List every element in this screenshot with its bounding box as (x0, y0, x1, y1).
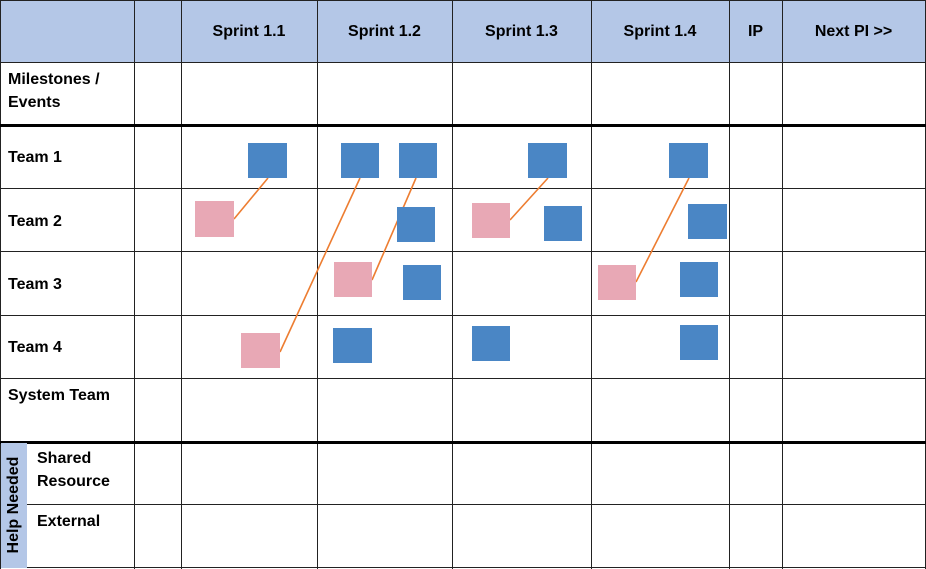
dependency-card[interactable] (334, 262, 372, 297)
grid-hline-thick (0, 124, 926, 127)
feature-card[interactable] (544, 206, 582, 241)
grid-hline (0, 567, 926, 568)
feature-card[interactable] (399, 143, 437, 178)
grid-hline (0, 62, 926, 63)
help-needed-strip (1, 443, 27, 568)
dependency-link (509, 177, 549, 221)
grid-vline (452, 1, 453, 569)
header-sprint-1-4: Sprint 1.4 (623, 22, 697, 40)
grid-hline (0, 0, 926, 1)
feature-card[interactable] (333, 328, 372, 363)
dependency-link (371, 177, 417, 281)
row-label-external: External (37, 513, 101, 530)
row-label-team-3: Team 3 (8, 276, 62, 293)
grid-vline (134, 1, 135, 569)
header-ip: IP (747, 22, 764, 40)
row-label-shared-resource: Shared Resource (37, 450, 110, 490)
feature-card[interactable] (680, 262, 718, 297)
grid-hline (0, 188, 926, 189)
dependency-card[interactable] (598, 265, 636, 300)
header-bar (1, 1, 925, 62)
grid-vline (317, 1, 318, 569)
grid-hline-thick (0, 441, 926, 444)
dependency-link (279, 177, 361, 353)
dependency-card[interactable] (195, 201, 234, 237)
row-label-milestones: Milestones / Events (8, 71, 100, 111)
grid-vline (591, 1, 592, 569)
row-label-system-team: System Team (8, 387, 110, 404)
grid-hline (0, 378, 926, 379)
grid-vline (0, 1, 1, 569)
feature-card[interactable] (403, 265, 441, 300)
feature-card[interactable] (688, 204, 727, 239)
grid-hline (27, 504, 926, 505)
header-sprint-1-3: Sprint 1.3 (485, 22, 558, 40)
row-label-team-2: Team 2 (8, 213, 62, 230)
feature-card[interactable] (248, 143, 287, 178)
dependency-link (233, 177, 269, 220)
feature-card[interactable] (528, 143, 567, 178)
feature-card[interactable] (397, 207, 435, 242)
feature-card[interactable] (680, 325, 718, 360)
header-sprint-1-2: Sprint 1.2 (348, 22, 421, 40)
grid-vline (729, 1, 730, 569)
dependency-card[interactable] (472, 203, 510, 238)
dependency-card[interactable] (241, 333, 280, 368)
grid-vline (181, 1, 182, 569)
feature-card[interactable] (669, 143, 708, 178)
header-sprint-1-1: Sprint 1.1 (212, 22, 286, 40)
feature-card[interactable] (341, 143, 379, 178)
feature-card[interactable] (472, 326, 510, 361)
dependency-link (635, 177, 690, 283)
grid-hline (0, 251, 926, 252)
grid-vline (782, 1, 783, 569)
grid-hline (0, 315, 926, 316)
header-next-pi: Next PI >> (814, 22, 893, 40)
row-label-team-4: Team 4 (8, 339, 62, 356)
row-label-team-1: Team 1 (8, 149, 62, 166)
